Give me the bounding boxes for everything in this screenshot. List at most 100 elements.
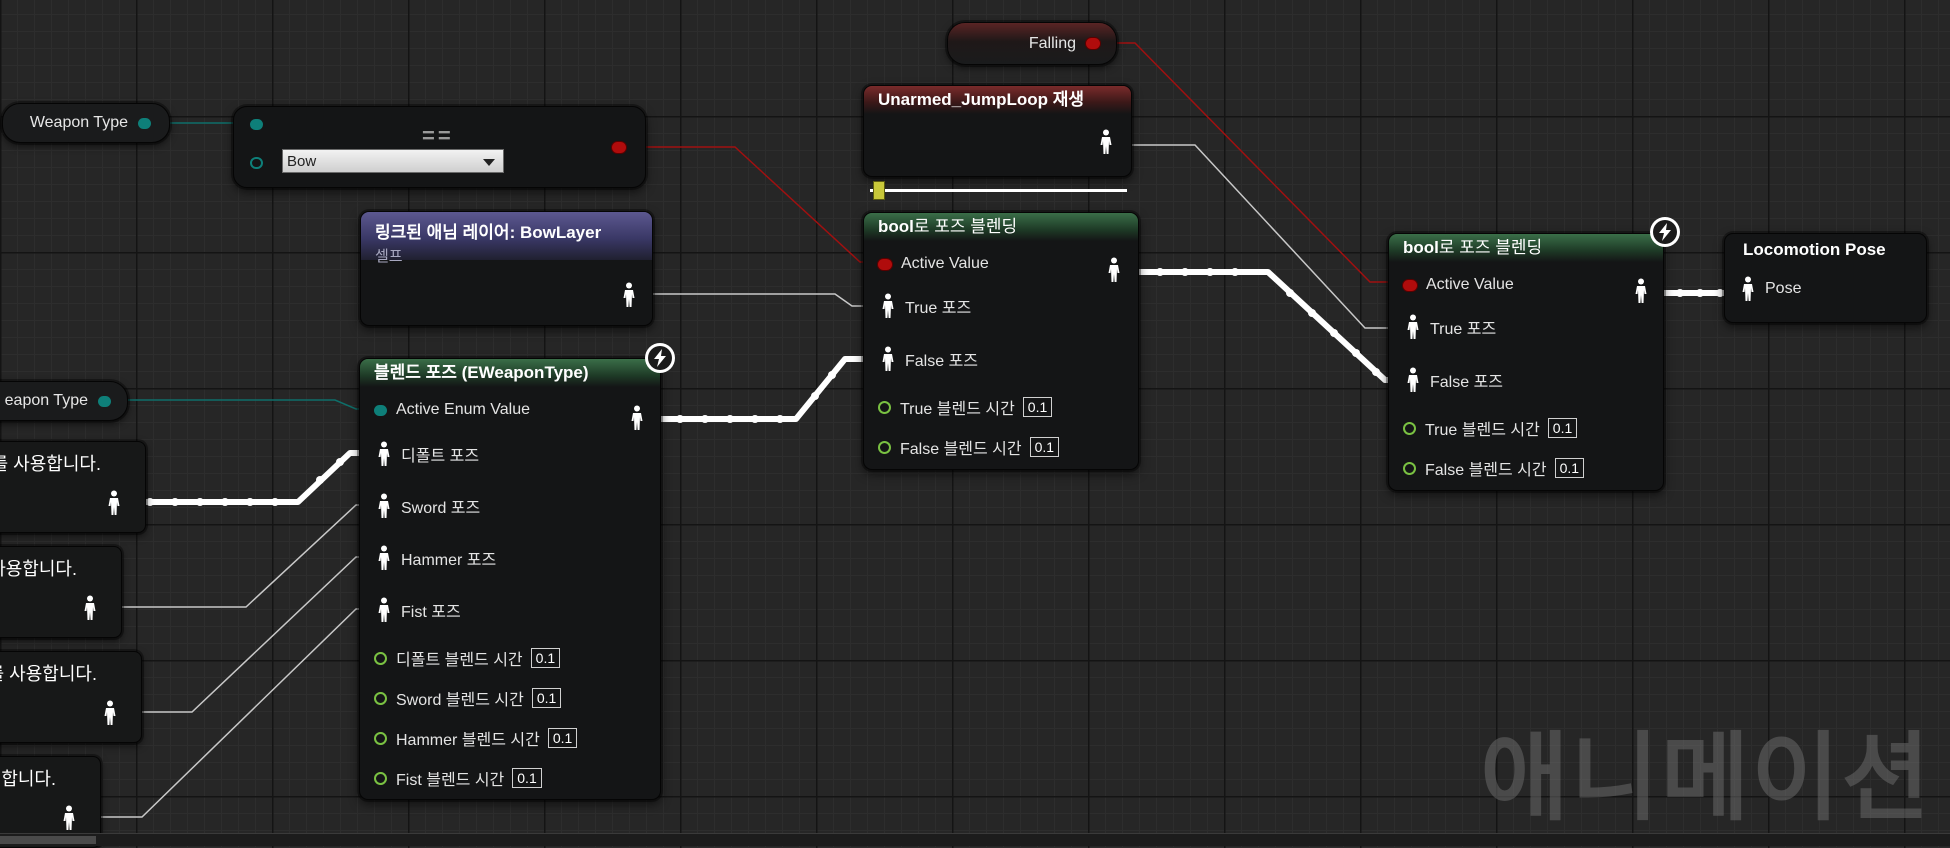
weapon-type-output-pin[interactable] xyxy=(138,117,151,129)
bool-1-active-value-row[interactable]: Active Value xyxy=(878,255,989,273)
active-enum-value-pin[interactable] xyxy=(374,404,387,416)
pose-figure-icon[interactable] xyxy=(377,597,391,623)
bool-1-false-time-input[interactable]: 0.1 xyxy=(1029,437,1060,457)
bool-1-active-value-label: Active Value xyxy=(901,255,989,272)
default-blend-time-pin[interactable] xyxy=(374,651,387,665)
compare-input-a-pin[interactable] xyxy=(250,119,263,130)
locomotion-pose-output-node[interactable]: Locomotion Pose Pose xyxy=(1724,233,1927,323)
weapon-type-variable-2[interactable]: eapon Type xyxy=(0,381,128,421)
weapon-type-variable[interactable]: Weapon Type xyxy=(2,103,170,143)
pose-figure-icon[interactable] xyxy=(1741,276,1755,302)
bool-2-active-value-row[interactable]: Active Value xyxy=(1403,276,1514,294)
pose-source-node-4[interactable]: 합니다. xyxy=(0,756,101,848)
pose-figure-icon[interactable] xyxy=(1634,278,1648,304)
sword-blend-time-input[interactable]: 0.1 xyxy=(531,688,562,708)
hammer-blend-time-row[interactable]: Hammer 블렌드 시간 0.1 xyxy=(374,726,578,750)
locomotion-pose-input-row[interactable]: Pose xyxy=(1741,276,1801,302)
bool-2-true-time-pin[interactable] xyxy=(1403,421,1416,435)
wire-weapontype-to-enum xyxy=(104,399,380,410)
bool-1-active-value-pin[interactable] xyxy=(878,258,892,270)
bool-blend-1-title-a: bool xyxy=(878,217,914,236)
falling-variable[interactable]: Falling xyxy=(947,22,1117,65)
bool-blend-2-title-b: 로 포즈 블렌딩 xyxy=(1438,238,1543,257)
falling-output-pin[interactable] xyxy=(1086,38,1100,49)
enum-value-select[interactable]: Bow xyxy=(282,149,504,173)
hammer-blend-time-pin[interactable] xyxy=(374,731,387,745)
pose-figure-icon[interactable] xyxy=(1107,257,1121,283)
bool-1-true-time-input[interactable]: 0.1 xyxy=(1022,397,1053,417)
play-progress-track[interactable] xyxy=(870,189,1127,192)
pose-figure-icon[interactable] xyxy=(107,490,121,516)
pose-figure-icon[interactable] xyxy=(630,405,644,431)
pose-source-node-1[interactable]: 를 사용합니다. xyxy=(0,441,146,533)
bool-1-false-pose-row[interactable]: False 포즈 xyxy=(881,346,978,372)
enum-compare-node[interactable]: == Bow xyxy=(233,106,646,188)
default-blend-time-row[interactable]: 디폴트 블렌드 시간 0.1 xyxy=(374,646,561,670)
bool-2-false-time-label: False 블렌드 시간 xyxy=(1425,462,1547,479)
pose-figure-icon[interactable] xyxy=(103,700,117,726)
pose-figure-icon[interactable] xyxy=(1406,314,1420,340)
pose-figure-icon[interactable] xyxy=(622,282,636,308)
compare-input-b-pin[interactable] xyxy=(250,157,263,169)
bool-2-false-time-pin[interactable] xyxy=(1403,461,1416,475)
falling-label: Falling xyxy=(1028,34,1076,52)
wire-jumploop-to-true xyxy=(1130,144,1408,329)
pose-source-node-3[interactable]: 를 사용합니다. xyxy=(0,651,142,743)
linked-anim-layer-subtitle: 셀프 xyxy=(375,248,403,265)
weapon-type-output-pin-2[interactable] xyxy=(98,395,111,407)
active-enum-value-pin-row[interactable]: Active Enum Value xyxy=(374,401,530,419)
play-sequence-node[interactable]: Unarmed_JumpLoop 재생 xyxy=(863,85,1132,177)
bool-2-false-time-row[interactable]: False 블렌드 시간 0.1 xyxy=(1403,456,1585,480)
pose-figure-icon[interactable] xyxy=(1406,367,1420,393)
wire-enum-to-false xyxy=(647,356,888,422)
sword-blend-time-row[interactable]: Sword 블렌드 시간 0.1 xyxy=(374,686,562,710)
scrollbar-thumb[interactable] xyxy=(0,836,96,844)
bool-1-false-time-pin[interactable] xyxy=(878,440,891,454)
bool-1-false-time-row[interactable]: False 블렌드 시간 0.1 xyxy=(878,435,1060,459)
fist-blend-time-row[interactable]: Fist 블렌드 시간 0.1 xyxy=(374,766,542,790)
bool-2-true-time-input[interactable]: 0.1 xyxy=(1547,418,1578,438)
pose-figure-icon[interactable] xyxy=(83,595,97,621)
sword-pose-pin-row[interactable]: Sword 포즈 xyxy=(377,493,480,519)
blend-poses-by-enum-node[interactable]: 블렌드 포즈 (EWeaponType) Active Enum Value 디… xyxy=(359,358,661,800)
bool-2-false-pose-row[interactable]: False 포즈 xyxy=(1406,367,1503,393)
blend-poses-by-bool-node-2[interactable]: bool로 포즈 블렌딩 Active Value True 포즈 False … xyxy=(1388,233,1664,491)
bool-2-active-value-pin[interactable] xyxy=(1403,279,1417,291)
sword-blend-time-pin[interactable] xyxy=(374,691,387,705)
hammer-blend-time-input[interactable]: 0.1 xyxy=(547,728,578,748)
bool-2-true-pose-row[interactable]: True 포즈 xyxy=(1406,314,1496,340)
fist-pose-pin-row[interactable]: Fist 포즈 xyxy=(377,597,461,623)
fist-blend-time-input[interactable]: 0.1 xyxy=(512,768,542,788)
pose-figure-icon[interactable] xyxy=(377,493,391,519)
pose-source-2-label: 사용합니다. xyxy=(0,559,77,579)
locomotion-pose-title: Locomotion Pose xyxy=(1743,240,1886,259)
default-pose-pin-row[interactable]: 디폴트 포즈 xyxy=(377,441,479,467)
linked-anim-layer-node[interactable]: 링크된 애님 레이어: BowLayer 셀프 xyxy=(360,211,653,326)
hammer-pose-pin-row[interactable]: Hammer 포즈 xyxy=(377,545,496,571)
wire-bool1-to-false xyxy=(1129,269,1411,383)
wire-compare-to-active xyxy=(620,146,885,263)
compare-output-pin[interactable] xyxy=(612,142,626,153)
pose-figure-icon[interactable] xyxy=(881,346,895,372)
pose-source-node-2[interactable]: 사용합니다. xyxy=(0,546,122,638)
pose-figure-icon[interactable] xyxy=(62,805,76,831)
horizontal-scrollbar[interactable] xyxy=(0,833,1950,846)
pose-figure-icon[interactable] xyxy=(1099,129,1113,155)
fist-blend-time-pin[interactable] xyxy=(374,771,387,785)
weapon-type-label: Weapon Type xyxy=(29,114,128,131)
bool-2-true-time-row[interactable]: True 블렌드 시간 0.1 xyxy=(1403,416,1578,440)
bool-1-true-time-row[interactable]: True 블렌드 시간 0.1 xyxy=(878,395,1053,419)
pose-figure-icon[interactable] xyxy=(377,441,391,467)
bool-1-true-time-pin[interactable] xyxy=(878,400,891,414)
default-blend-time-input[interactable]: 0.1 xyxy=(530,648,561,668)
bool-2-false-pose-label: False 포즈 xyxy=(1430,374,1504,391)
bool-1-true-pose-row[interactable]: True 포즈 xyxy=(881,293,971,319)
bool-2-false-time-input[interactable]: 0.1 xyxy=(1554,458,1585,478)
play-progress-handle[interactable] xyxy=(872,181,885,200)
blend-poses-by-bool-node-1[interactable]: bool로 포즈 블렌딩 Active Value True 포즈 False … xyxy=(863,212,1139,470)
hammer-pose-label: Hammer 포즈 xyxy=(401,552,497,569)
pose-figure-icon[interactable] xyxy=(377,545,391,571)
weapon-type-label-2: eapon Type xyxy=(4,392,88,409)
fist-pose-label: Fist 포즈 xyxy=(401,604,461,621)
pose-figure-icon[interactable] xyxy=(881,293,895,319)
